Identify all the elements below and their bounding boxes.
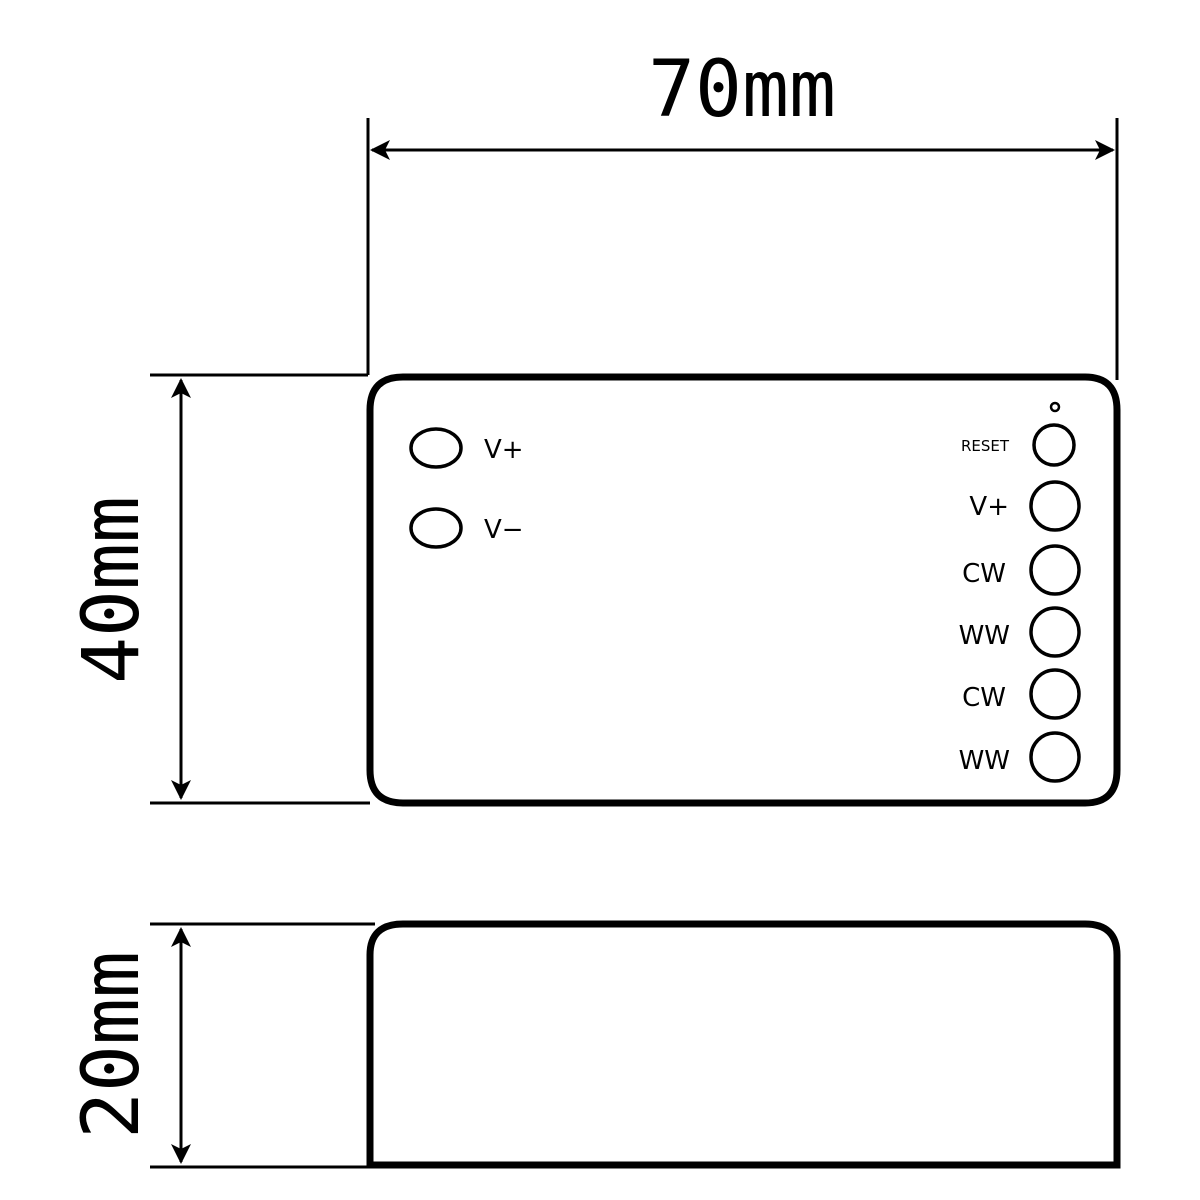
- width-dimension: 70mm: [366, 45, 1119, 380]
- v-plus-input-label: V+: [484, 435, 524, 465]
- cw-label-2: CW: [962, 683, 1006, 713]
- cw-terminal-1: [1029, 544, 1081, 596]
- depth-dimension: 20mm: [67, 922, 375, 1169]
- cw-terminal-2: [1029, 668, 1081, 720]
- cw-label-1: CW: [962, 559, 1006, 589]
- ww-terminal-2: [1029, 731, 1081, 783]
- controller-side-view: [366, 920, 1121, 1169]
- width-label: 70mm: [648, 45, 836, 135]
- v-plus-output-label: V+: [969, 492, 1009, 522]
- v-plus-input-terminal: [409, 427, 463, 469]
- reset-button: [1032, 423, 1076, 467]
- v-minus-input-label: V−: [484, 515, 524, 545]
- ww-terminal-1: [1029, 606, 1081, 658]
- controller-top-view: V+ V− RESET V+ CW WW CW WW: [366, 373, 1121, 807]
- ww-label-1: WW: [959, 621, 1010, 651]
- ww-label-2: WW: [959, 746, 1010, 776]
- v-plus-output-terminal: [1029, 480, 1081, 532]
- reset-label: RESET: [961, 437, 1010, 455]
- height-dimension: 40mm: [67, 373, 370, 805]
- v-minus-input-terminal: [409, 507, 463, 549]
- led-indicator-icon: [1049, 401, 1061, 413]
- depth-label: 20mm: [67, 951, 157, 1139]
- height-label: 40mm: [67, 496, 157, 684]
